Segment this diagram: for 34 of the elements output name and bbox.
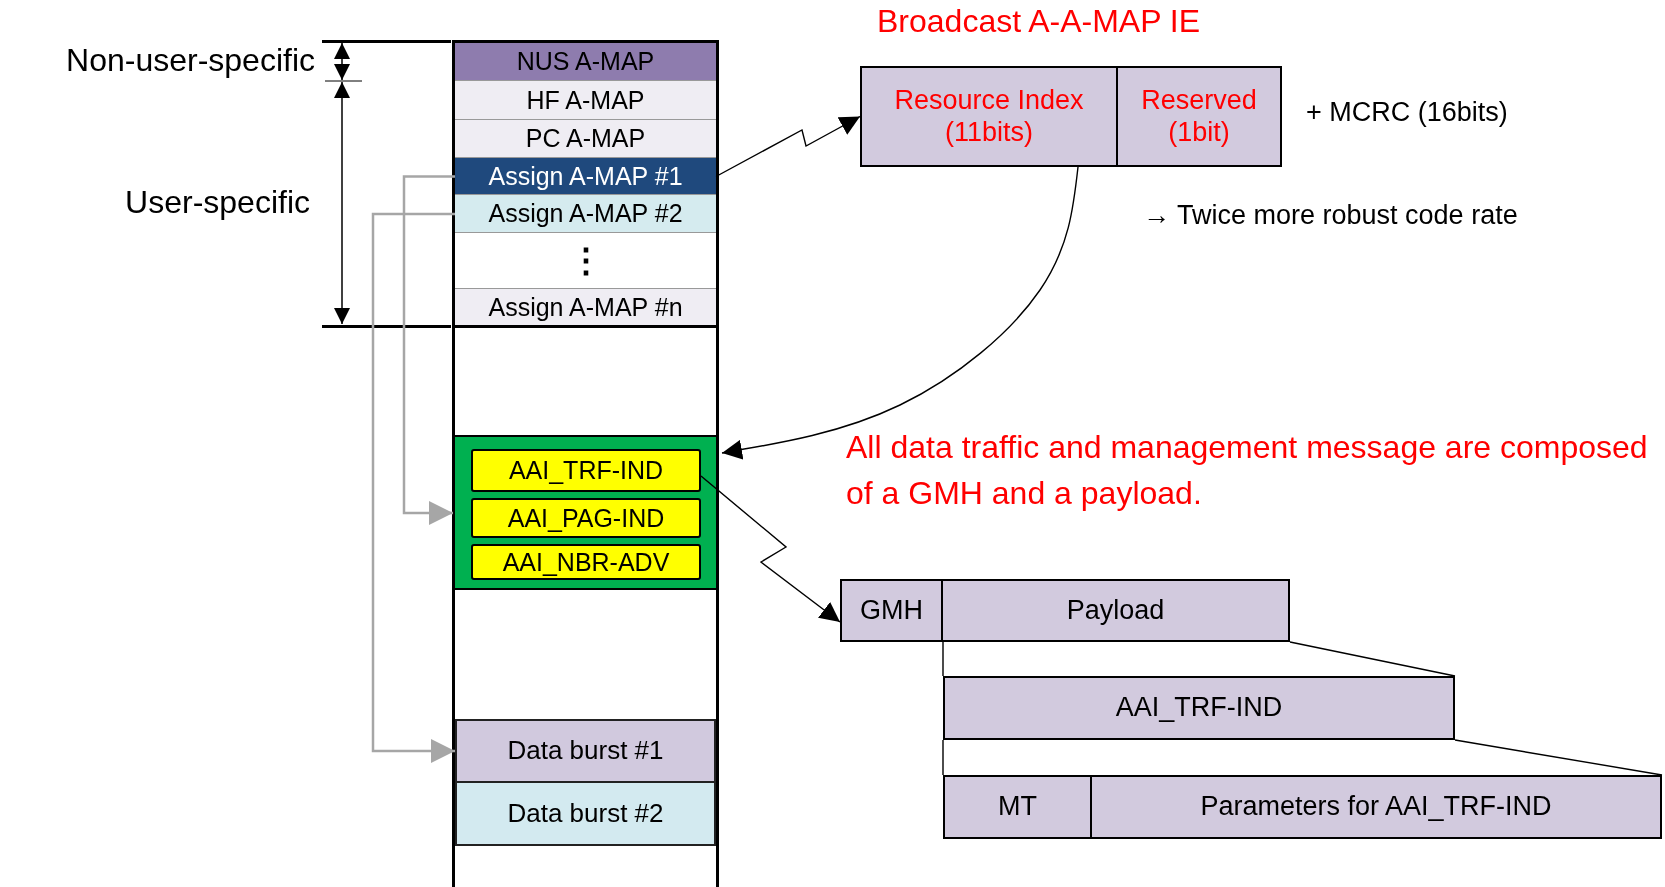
diagram-title: Broadcast A-A-MAP IE — [877, 3, 1201, 40]
field-box: Reserved (1bit) — [1118, 66, 1282, 167]
field-box: AAI_TRF-IND — [943, 676, 1455, 740]
map-field: NUS A-MAP — [455, 43, 716, 81]
arrow — [700, 475, 841, 623]
map-field: Assign A-MAP #2 — [455, 195, 716, 233]
connector-line — [942, 641, 1456, 677]
map-field: HF A-MAP — [455, 81, 716, 120]
field-box: Parameters for AAI_TRF-IND — [1092, 775, 1662, 839]
map-field: Assign A-MAP #1 — [455, 158, 716, 195]
message-box: AAI_TRF-IND — [471, 449, 701, 492]
data-burst-box: Data burst #1 — [455, 719, 716, 783]
caption-text: All data traffic and management message are composed of a GMH and a payload. — [846, 428, 1649, 514]
field-box: GMH — [840, 579, 943, 642]
map-field: Assign A-MAP #n — [455, 289, 716, 328]
side-label: User-specific — [124, 184, 310, 221]
arrow — [371, 212, 455, 763]
connector-line — [1454, 739, 1663, 776]
arrow — [402, 175, 455, 525]
arrow — [721, 166, 1079, 460]
map-field: PC A-MAP — [455, 120, 716, 158]
arrow — [715, 115, 861, 178]
field-box: MT — [943, 775, 1092, 839]
side-label: Non-user-specific — [65, 42, 315, 79]
field-box: Resource Index (11bits) — [860, 66, 1118, 167]
note-text: → Twice more robust code rate — [1143, 200, 1518, 231]
field-box: Payload — [943, 579, 1290, 642]
connector-line — [942, 739, 944, 776]
message-group-box — [453, 435, 718, 590]
message-box: AAI_PAG-IND — [471, 498, 701, 538]
message-box: AAI_NBR-ADV — [471, 544, 701, 580]
data-burst-box: Data burst #2 — [455, 783, 716, 846]
frame-column — [452, 40, 719, 887]
note-text: + MCRC (16bits) — [1306, 97, 1508, 128]
